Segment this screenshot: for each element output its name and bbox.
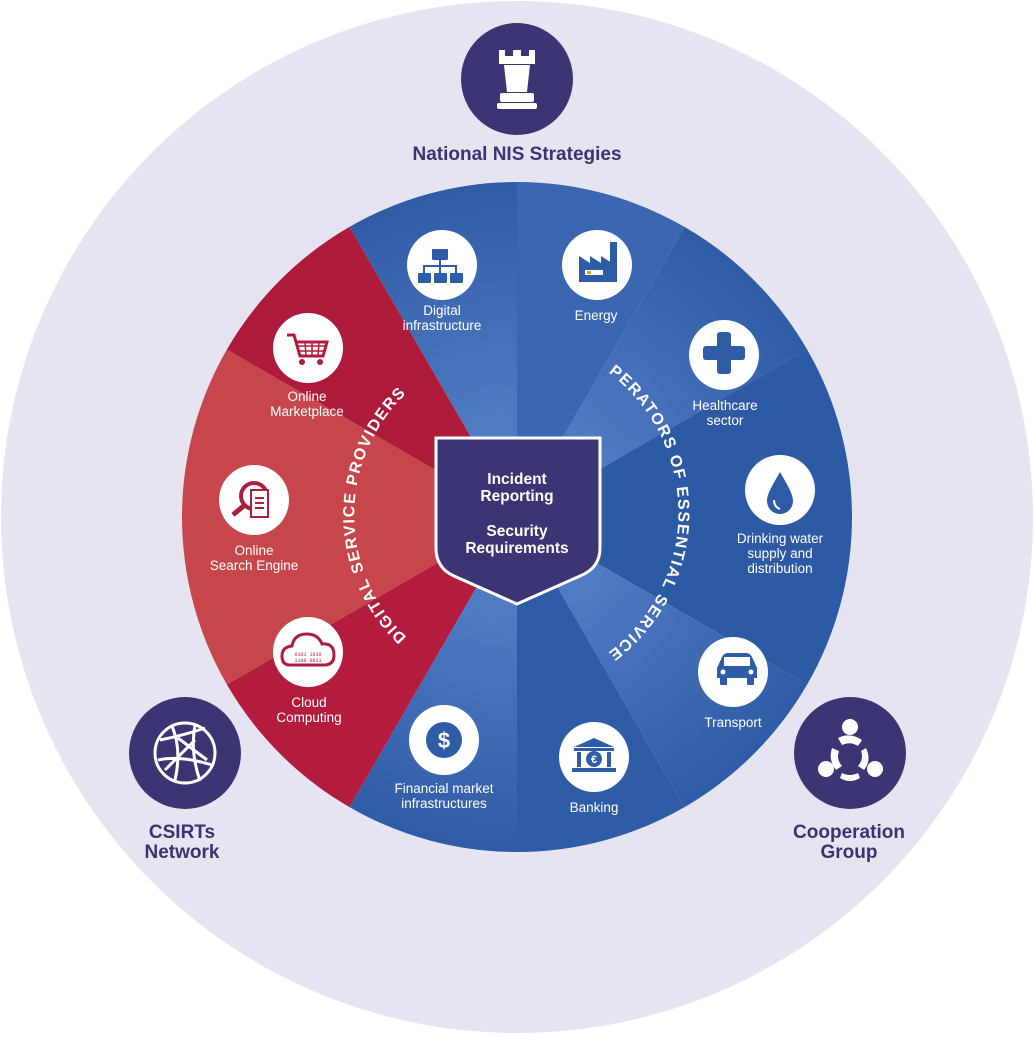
hierarchy-icon xyxy=(418,249,463,283)
sector-label-banking: Banking xyxy=(569,800,619,815)
csirts-label: CSIRTs Network xyxy=(144,822,220,863)
sector-label-digital-infrastructure: Digital infrastructure xyxy=(402,303,482,333)
svg-text:0101 1010: 0101 1010 xyxy=(294,652,321,658)
search-document-icon xyxy=(231,481,269,518)
cooperation-label: Cooperation Group xyxy=(793,822,905,863)
car-icon xyxy=(717,653,757,685)
medical-cross-icon xyxy=(703,332,745,374)
network-globe-icon xyxy=(153,721,217,785)
icon-disc-marketplace xyxy=(273,313,343,383)
sector-label-financial-market: Financial market infrastructures xyxy=(394,781,494,811)
people-circle-icon xyxy=(818,719,883,781)
wedge-financial-market xyxy=(349,517,517,853)
bank-icon: € xyxy=(572,738,616,772)
sector-label-search-engine: Online Search Engine xyxy=(209,543,299,573)
center-shield xyxy=(434,436,602,606)
icon-disc-cloud xyxy=(273,617,343,687)
cloud-icon: 0101 1010 1100 0011 xyxy=(280,632,336,667)
factory-icon xyxy=(579,242,617,282)
sector-label-energy: Energy xyxy=(574,308,618,323)
sector-label-cloud: Cloud Computing xyxy=(276,695,342,725)
wedge-cloud xyxy=(226,517,518,808)
wedge-drinking-water xyxy=(517,349,853,685)
svg-text:1100 0011: 1100 0011 xyxy=(294,658,321,664)
wedge-energy xyxy=(517,182,685,517)
security-requirements-label: Security Requirements xyxy=(465,523,569,557)
sector-label-marketplace: Online Marketplace xyxy=(270,389,344,419)
national-strategies-node xyxy=(461,23,573,135)
wedge-search-engine xyxy=(182,349,517,685)
national-strategies-label: National NIS Strategies xyxy=(412,144,622,165)
wedge-banking xyxy=(517,517,685,852)
incident-reporting-label: Incident Reporting xyxy=(480,471,554,505)
sector-label-healthcare: Healthcare sector xyxy=(692,398,758,428)
sector-label-transport: Transport xyxy=(704,715,762,730)
water-drop-icon xyxy=(767,472,793,514)
wedge-transport xyxy=(517,517,808,808)
shopping-cart-icon xyxy=(287,333,329,365)
sector-label-drinking-water: Drinking water supply and distribution xyxy=(736,531,824,576)
svg-text:€: € xyxy=(591,754,597,766)
svg-text:$: $ xyxy=(438,728,450,753)
csirts-node xyxy=(129,697,241,809)
rook-tower-icon xyxy=(497,50,537,109)
dollar-icon: $ xyxy=(426,722,462,758)
cooperation-node xyxy=(794,697,906,809)
